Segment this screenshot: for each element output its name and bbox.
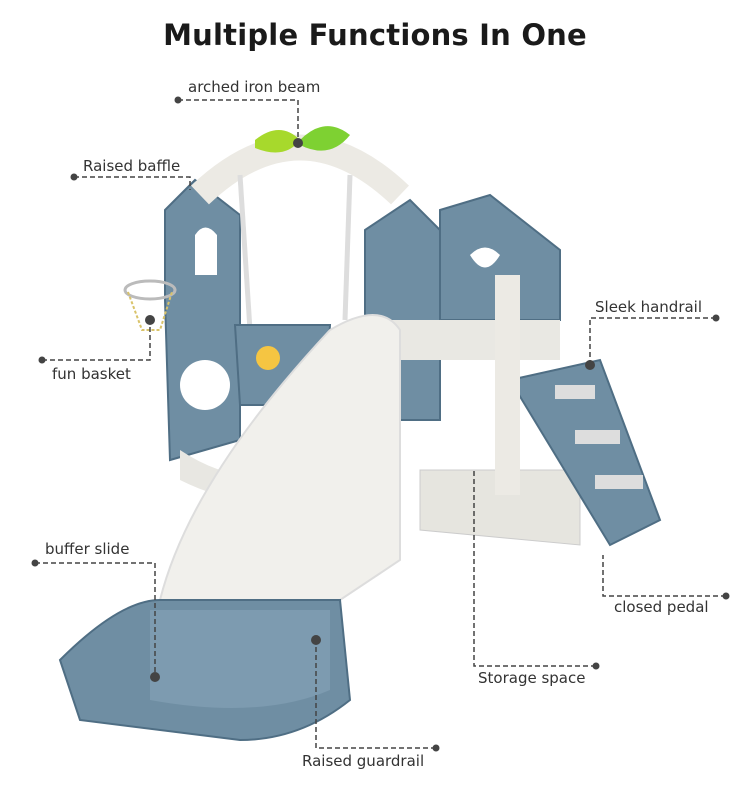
callout-arched-iron-beam: arched iron beam (188, 78, 321, 96)
storage-space (419, 469, 581, 546)
callout-closed-pedal: closed pedal (614, 598, 709, 616)
callout-storage-space: Storage space (478, 669, 586, 687)
callout-buffer-slide: buffer slide (45, 540, 130, 558)
slide (158, 314, 401, 601)
callout-raised-baffle: Raised baffle (83, 157, 181, 175)
callout-fun-basket: fun basket (52, 365, 131, 383)
page-title: Multiple Functions In One (163, 18, 587, 52)
callout-sleek-handrail: Sleek handrail (595, 298, 703, 316)
callout-raised-guardrail: Raised guardrail (302, 752, 425, 770)
basketball-hoop (123, 279, 177, 301)
stairs (508, 358, 662, 547)
